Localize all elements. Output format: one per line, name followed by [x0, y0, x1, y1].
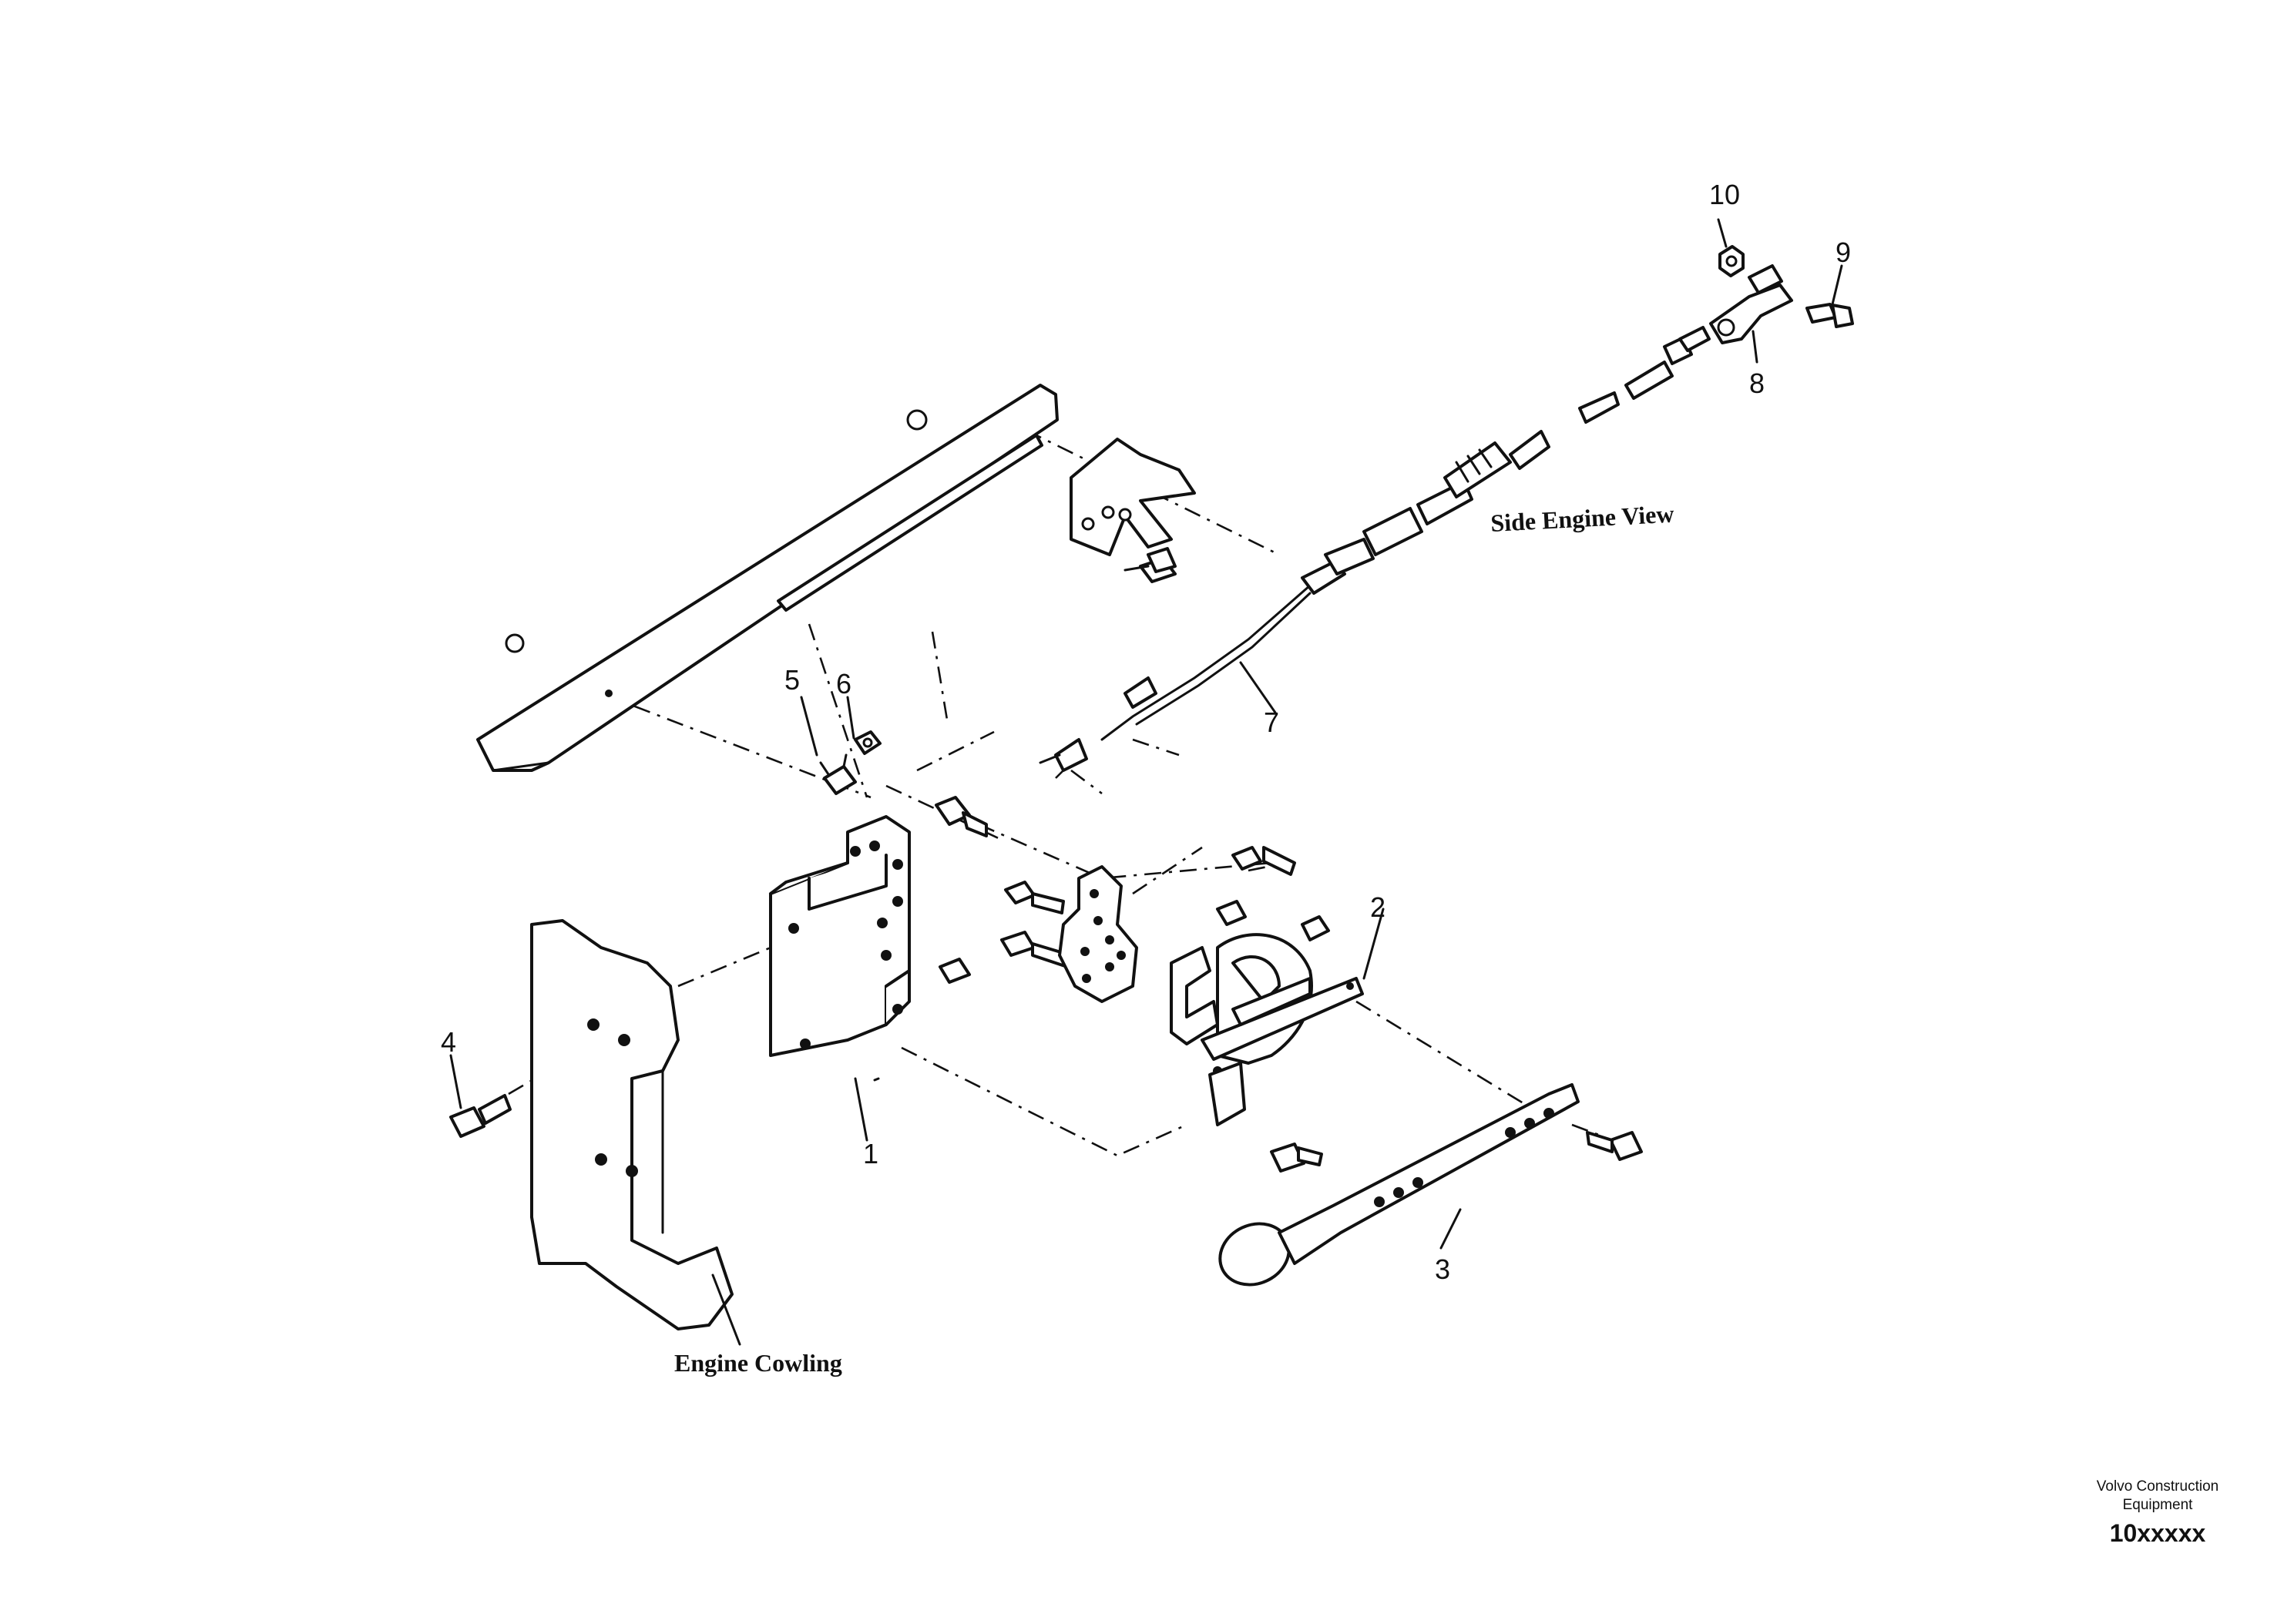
callout-8: 8: [1749, 367, 1765, 399]
callout-9: 9: [1836, 237, 1851, 268]
slotted-bracket: [476, 384, 1059, 772]
bolt-lever: [1586, 1131, 1643, 1161]
pivot-bracket: [769, 815, 911, 1082]
bolt-9: [1805, 303, 1854, 328]
quadrant-plate: [1058, 865, 1138, 1003]
callout-3: 3: [1435, 1253, 1450, 1285]
hand-lever: [1218, 1083, 1580, 1287]
throttle-cable: [1039, 326, 1711, 772]
drawing-code: 10xxxxx: [2109, 1519, 2206, 1547]
friction-lever-assembly: [1170, 933, 1364, 1126]
bolt-lower: [1270, 1143, 1323, 1173]
brand-line-2: Equipment: [2122, 1497, 2193, 1513]
callout-7: 7: [1264, 706, 1279, 738]
label-side-engine-view: Side Engine View: [1490, 500, 1674, 537]
nut-10: [1718, 245, 1745, 277]
engine-cowling-panel: [530, 919, 734, 1330]
fasteners: [935, 796, 1330, 984]
bolt-4: [449, 1094, 512, 1138]
assembly-lines: [508, 413, 1604, 1157]
callout-6: 6: [836, 668, 851, 700]
leader-lines: [449, 218, 1843, 1346]
callout-2: 2: [1370, 891, 1385, 923]
label-engine-cowling: Engine Cowling: [674, 1349, 842, 1377]
angle-bracket: [1070, 438, 1196, 583]
nut-6: [854, 730, 882, 755]
bolt-bracket: [1147, 547, 1177, 573]
callout-1: 1: [863, 1138, 878, 1169]
brand-line-1: Volvo Construction: [2096, 1478, 2219, 1495]
washer-5: [819, 753, 857, 795]
callout-4: 4: [441, 1026, 456, 1058]
publisher-brand: Volvo Construction Equipment: [2065, 1478, 2250, 1515]
callouts: 1 2 3 4 5 6 7 8 9 10: [441, 179, 1851, 1285]
callout-10: 10: [1709, 179, 1740, 210]
callout-5: 5: [784, 664, 800, 696]
clevis-fork: [1709, 264, 1793, 344]
